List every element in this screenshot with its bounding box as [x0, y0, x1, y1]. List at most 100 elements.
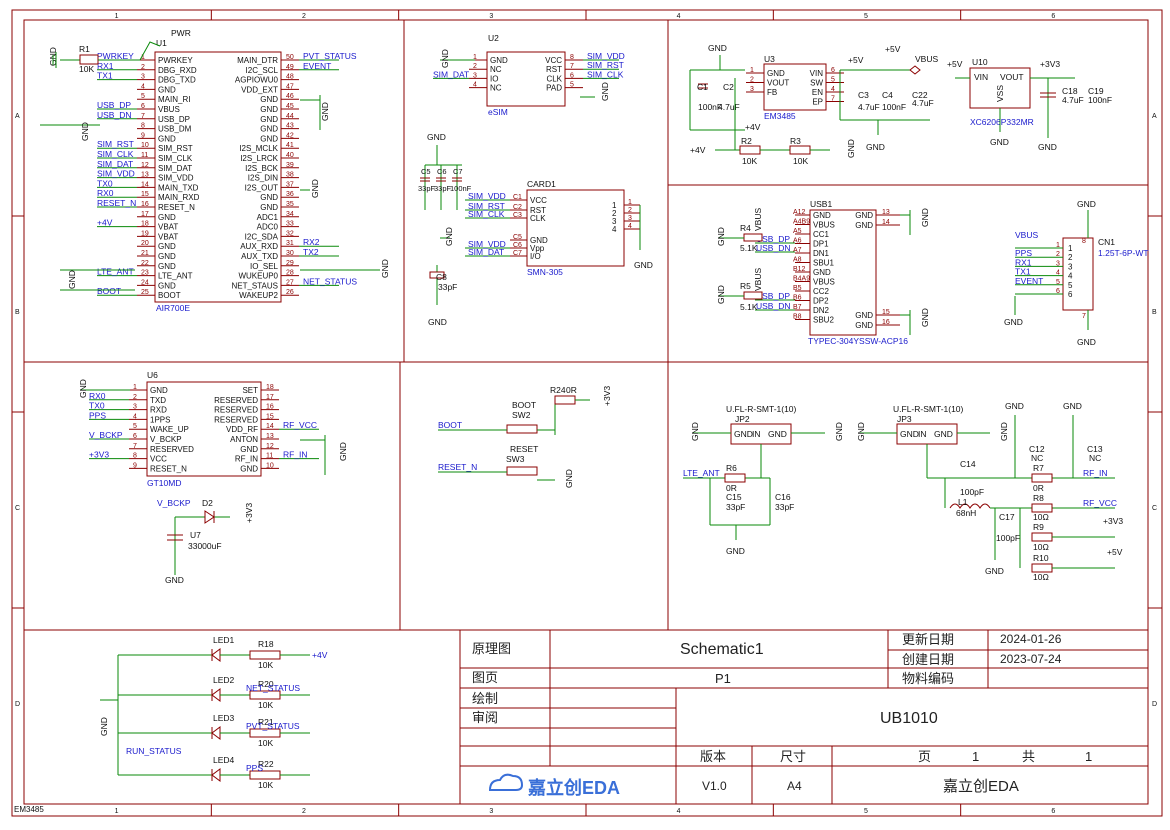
- card1-cap-ref: C7: [453, 167, 463, 176]
- u1-gnd-right2: GND: [310, 179, 320, 198]
- r4-gnd: GND: [716, 227, 726, 246]
- tb-version: V1.0: [702, 779, 727, 793]
- u1-pin-name: GND: [158, 134, 176, 143]
- outer-frame: [11, 9, 1163, 817]
- c22-val: 4.7uF: [912, 98, 934, 108]
- u1-pin-name: VBUS: [158, 105, 180, 114]
- usb1-pin-name: VBUS: [813, 278, 835, 287]
- u6-pin-num: 15: [266, 413, 274, 420]
- u1-pin-name: VDD_EXT: [241, 85, 278, 94]
- u6-pin-num: 9: [133, 462, 137, 469]
- u1-pin-name: SIM_VDD: [158, 174, 194, 183]
- usb1-pin-name: DP1: [813, 240, 829, 249]
- col-label-bottom: 2: [302, 808, 306, 815]
- c8-val: 33pF: [438, 282, 457, 292]
- u1-pin-num: 9: [141, 132, 145, 139]
- led-resistor-ref: R18: [258, 639, 274, 649]
- u1-pin-name: VBAT: [158, 223, 178, 232]
- u1-pin-name: USB_DM: [158, 125, 192, 134]
- cn1-side-pin-top: 8: [1082, 238, 1086, 245]
- cn1-gnd-bottom: GND: [1077, 337, 1096, 347]
- u1-pin-num: 47: [286, 83, 294, 90]
- u1-net-label: +4V: [97, 218, 113, 228]
- card1-pin-name: CLK: [530, 214, 546, 223]
- usb1-ref: USB1: [810, 199, 832, 209]
- c2-ref: C2: [723, 82, 734, 92]
- c15-val: 33pF: [726, 502, 745, 512]
- u6-ref: U6: [147, 370, 158, 380]
- r1-resistor: [79, 54, 99, 65]
- u1-pin-num: 23: [141, 270, 149, 277]
- usb1-pin-name: DN1: [813, 249, 830, 258]
- u1-net-label: RX0: [97, 188, 114, 198]
- u1-net-label: RX1: [97, 61, 114, 71]
- u2-net-label: SIM_CLK: [587, 69, 624, 79]
- u1-pin-name: GND: [260, 115, 278, 124]
- u1-net-label: BOOT: [97, 286, 121, 296]
- sw2-ref: SW2: [512, 410, 531, 420]
- u2-pin-name: GND: [490, 56, 508, 65]
- sw2-switch[interactable]: [506, 424, 538, 434]
- c4-val: 100nF: [882, 102, 906, 112]
- sw3-switch[interactable]: [506, 466, 538, 476]
- led-resistor-val: 10K: [258, 660, 273, 670]
- u6-pin-num: 14: [266, 423, 274, 430]
- tb-size: A4: [787, 779, 802, 793]
- card1-ep-label: 3: [612, 217, 617, 226]
- card1-ep-num: 3: [628, 215, 632, 222]
- card1-cap-val: 33pF: [434, 184, 452, 193]
- u1-pin-num: 17: [141, 211, 149, 218]
- u2-pin-name: RST: [546, 65, 562, 74]
- u1-pin-num: 27: [286, 279, 294, 286]
- led-resistor: [249, 650, 281, 660]
- u1-pin-name: ADC1: [257, 213, 279, 222]
- u1-pin-num: 22: [141, 260, 149, 267]
- usb1-pin-num: A8: [793, 257, 802, 264]
- u1-net-label: EVENT: [303, 61, 331, 71]
- col-label-bottom: 3: [489, 808, 493, 815]
- u1-pin-name: LTE_ANT: [158, 272, 193, 281]
- u1-pin-name: NET_STAUS: [231, 281, 278, 290]
- u1-pin-num: 10: [141, 142, 149, 149]
- u1-net-label: SIM_RST: [97, 139, 134, 149]
- u6-net-label: PPS: [89, 410, 106, 420]
- r9-val: 10Ω: [1033, 542, 1049, 552]
- u6-pin-num: 5: [133, 423, 137, 430]
- jp3-value: U.FL-R-SMT-1(10): [893, 404, 964, 414]
- u1-pin-num: 42: [286, 132, 294, 139]
- u1-pin-name: MAIN_RI: [158, 95, 190, 104]
- r4-val: 5.1K: [740, 243, 758, 253]
- u6-pin-num: 10: [266, 462, 274, 469]
- u1-pin-num: 13: [141, 172, 149, 179]
- u3-vbus: VBUS: [915, 54, 938, 64]
- sw3-reset-net: RESET_N: [438, 462, 477, 472]
- u1-pin-name: WUKEUP0: [238, 272, 278, 281]
- card1-cap-ref: C5: [421, 167, 431, 176]
- usb1-pin-num: A12: [793, 209, 806, 216]
- u1-pin-num: 48: [286, 74, 294, 81]
- led-net-label: NET_STATUS: [246, 683, 300, 693]
- u1-pin-name: MAIN_DTR: [237, 56, 278, 65]
- tb-create-date: 2023-07-24: [1000, 652, 1062, 666]
- u6-pin-num: 18: [266, 384, 274, 391]
- usb1-pin-gnd: GND: [855, 221, 873, 230]
- u1-pin-num: 37: [286, 181, 294, 188]
- u3-pin-num: 5: [831, 77, 835, 84]
- row-label-right: B: [1152, 309, 1157, 316]
- u1-net-label: RX2: [303, 237, 320, 247]
- c3-ref: C3: [858, 90, 869, 100]
- jp2-gnd-right: GND: [834, 422, 844, 441]
- r4-ref: R4: [740, 223, 751, 233]
- u10-pin-vss: VSS: [995, 85, 1005, 102]
- c18-ref: C18: [1062, 86, 1078, 96]
- u1-net-label: USB_DP: [97, 100, 131, 110]
- jp2-gnd-left: GND: [690, 422, 700, 441]
- c1-val: 100nF: [698, 102, 722, 112]
- cn1-net-label: PPS: [1015, 248, 1032, 258]
- row-label-right: A: [1152, 113, 1157, 120]
- r2-resistor: [739, 145, 761, 155]
- corner-label: EM3485: [14, 805, 44, 814]
- u1-pin-num: 7: [141, 113, 145, 120]
